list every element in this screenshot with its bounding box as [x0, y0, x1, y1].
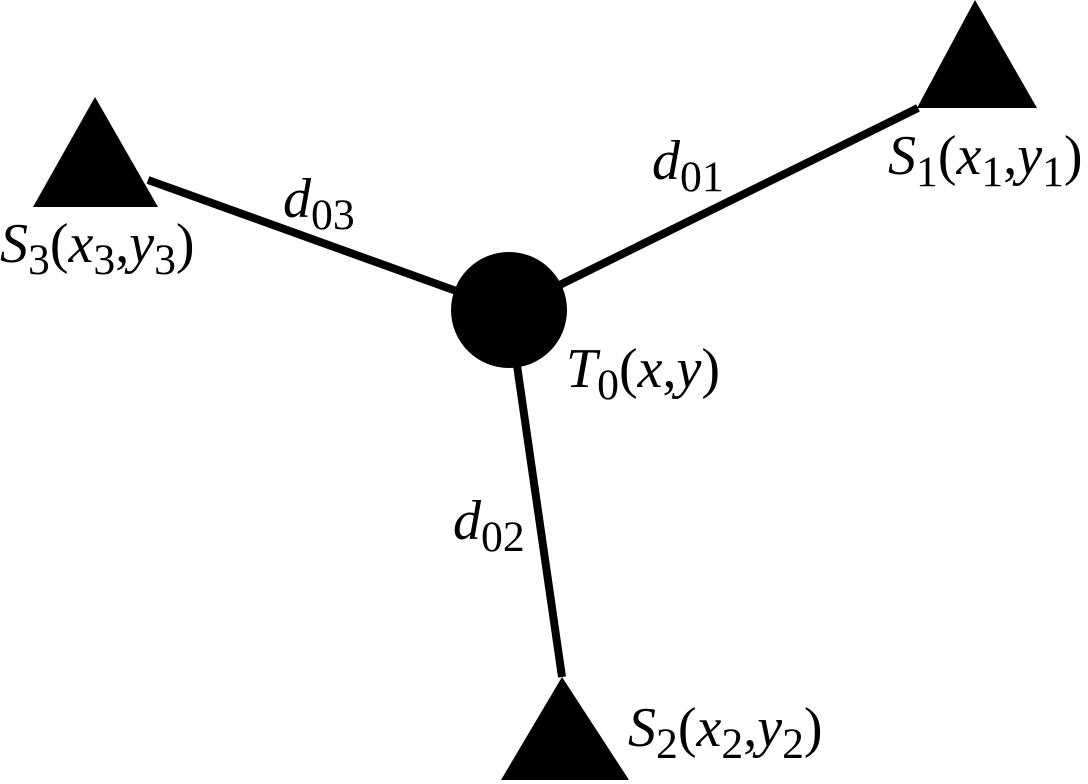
coord-x-subscript: 3 — [93, 236, 116, 285]
paren-open: ( — [677, 697, 697, 759]
target-coord-y: y — [676, 338, 702, 400]
target-node-circle — [451, 252, 567, 368]
station-1-label: S1(x1,y1) — [888, 125, 1083, 194]
target-subscript: 0 — [597, 361, 619, 410]
distance-label-01: d01 — [652, 130, 724, 199]
station-3-label: S3(x3,y3) — [0, 213, 195, 282]
coord-y: y — [1017, 125, 1043, 187]
comma: , — [743, 697, 758, 759]
distance-symbol: d — [283, 168, 311, 230]
station-symbol: S — [0, 213, 28, 275]
station-subscript: 3 — [28, 236, 50, 285]
paren-close: ) — [1063, 125, 1083, 187]
coord-y-subscript: 1 — [1042, 148, 1064, 197]
distance-subscript: 02 — [481, 513, 525, 562]
station-symbol: S — [628, 697, 656, 759]
distance-subscript: 01 — [680, 153, 724, 202]
distance-line-02 — [505, 309, 566, 678]
comma: , — [662, 338, 677, 400]
station-3-marker-triangle — [33, 97, 158, 207]
coord-y: y — [129, 213, 155, 275]
target-coord-x: x — [637, 338, 663, 400]
coord-x-subscript: 1 — [981, 148, 1004, 197]
distance-line-03 — [146, 176, 511, 314]
paren-open: ( — [937, 125, 957, 187]
coord-y-subscript: 2 — [782, 720, 804, 769]
coord-x-subscript: 2 — [721, 720, 744, 769]
distance-symbol: d — [652, 130, 680, 192]
distance-label-03: d03 — [283, 168, 355, 237]
paren-close: ) — [803, 697, 823, 759]
station-subscript: 2 — [656, 720, 678, 769]
station-subscript: 1 — [916, 148, 938, 197]
paren-close: ) — [175, 213, 195, 275]
distance-line-01 — [507, 104, 920, 314]
distance-label-02: d02 — [453, 490, 525, 559]
station-2-label: S2(x2,y2) — [628, 697, 823, 766]
paren-open: ( — [49, 213, 69, 275]
comma: , — [115, 213, 130, 275]
comma: , — [1003, 125, 1018, 187]
paren-close: ) — [701, 338, 721, 400]
station-2-marker-triangle — [501, 677, 629, 780]
target-label: T0(x,y) — [566, 338, 721, 407]
coord-y-subscript: 3 — [154, 236, 176, 285]
distance-subscript: 03 — [311, 191, 355, 240]
paren-open: ( — [619, 338, 638, 400]
coord-x: x — [68, 213, 94, 275]
distance-symbol: d — [453, 490, 481, 552]
coord-y: y — [757, 697, 783, 759]
coord-x: x — [956, 125, 982, 187]
coord-x: x — [696, 697, 722, 759]
station-symbol: S — [888, 125, 916, 187]
target-symbol: T — [566, 338, 598, 400]
station-1-marker-triangle — [917, 0, 1037, 108]
